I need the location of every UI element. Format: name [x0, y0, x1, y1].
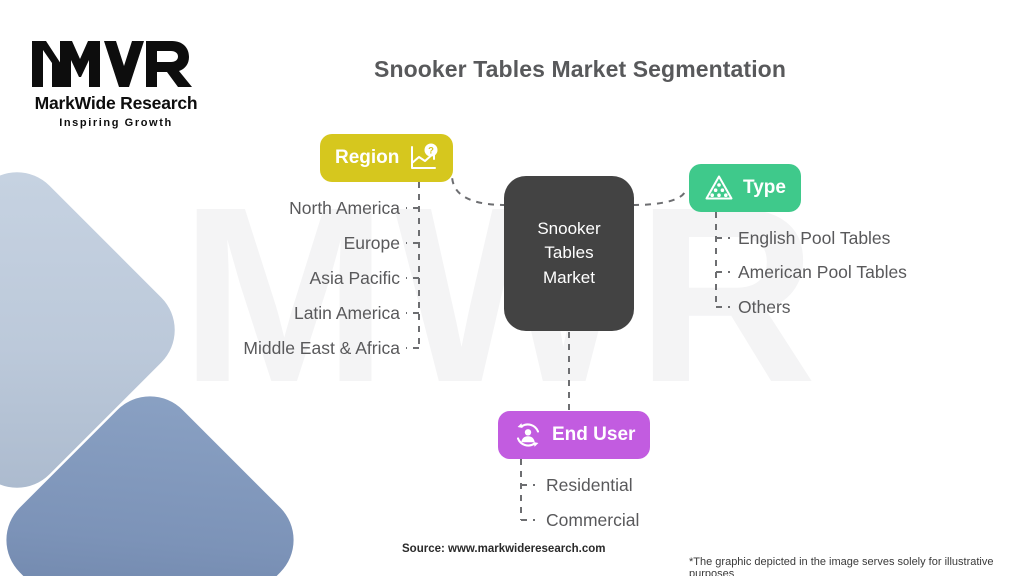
- center-node-line-1: Snooker: [537, 218, 601, 238]
- page-title: Snooker Tables Market Segmentation: [374, 56, 786, 82]
- badge-label-type: Type: [743, 177, 786, 198]
- center-node-line-2: Tables: [544, 243, 594, 263]
- logo-tagline: Inspiring Growth: [59, 117, 173, 129]
- source-note: Source: www.markwideresearch.com: [402, 543, 606, 555]
- leaf-end-user-0: Residential: [546, 475, 633, 495]
- svg-text:?: ?: [428, 146, 434, 157]
- center-node: Snooker Tables Market: [504, 176, 634, 331]
- leaf-region-2: Asia Pacific: [309, 268, 400, 288]
- logo-company-name: MarkWide Research: [34, 93, 198, 113]
- billiard-rack-icon: [704, 173, 734, 203]
- badge-label-end-user: End User: [552, 424, 636, 445]
- leaf-type-2: Others: [738, 297, 791, 317]
- brand-logo: MarkWide Research Inspiring Growth: [26, 33, 206, 129]
- center-node-line-3: Market: [543, 267, 595, 287]
- user-cycle-icon: [513, 420, 543, 450]
- leaf-region-1: Europe: [343, 233, 400, 253]
- badge-label-region: Region: [335, 147, 400, 168]
- branch-badge-type[interactable]: Type: [689, 164, 801, 212]
- leaf-region-4: Middle East & Africa: [243, 338, 400, 358]
- branch-badge-end-user[interactable]: End User: [498, 411, 651, 459]
- leaf-region-0: North America: [289, 198, 400, 218]
- branch-badge-region[interactable]: Region ?: [320, 134, 454, 182]
- disclaimer-note: *The graphic depicted in the image serve…: [689, 556, 994, 576]
- leaf-end-user-1: Commercial: [546, 510, 640, 530]
- logo-mark-icon: [26, 33, 206, 91]
- leaf-type-0: English Pool Tables: [738, 228, 891, 248]
- market-chart-question-icon: ?: [408, 143, 438, 173]
- leaf-type-1: American Pool Tables: [738, 262, 907, 282]
- leaf-region-3: Latin America: [293, 303, 400, 323]
